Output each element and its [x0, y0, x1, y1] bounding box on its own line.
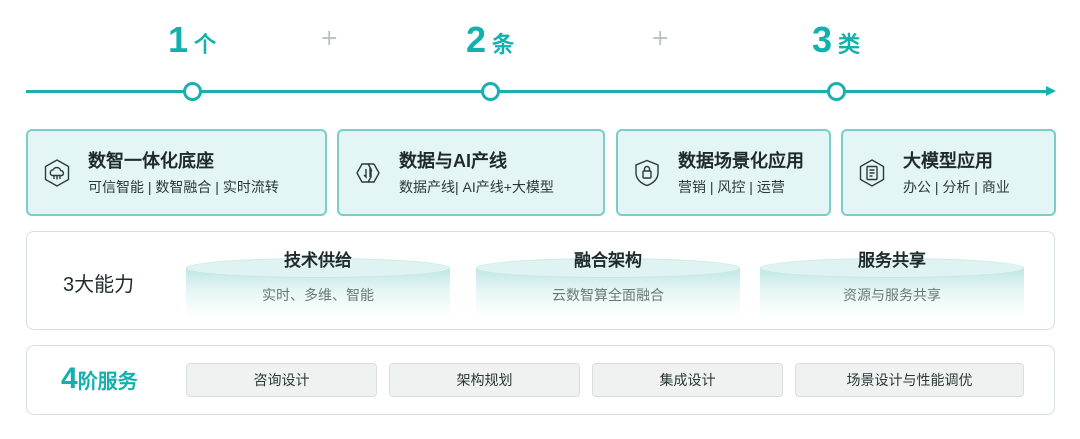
service-scenario-tuning[interactable]: 场景设计与性能调优 — [795, 363, 1024, 397]
capability-subtitle: 云数智算全面融合 — [552, 287, 664, 303]
shield-icon — [632, 158, 662, 188]
card-subtitle: 可信智能 | 数智融合 | 实时流转 — [88, 178, 279, 195]
cylinder-top — [476, 258, 740, 278]
card-data-scenario-apps[interactable]: 数据场景化应用 营销 | 风控 | 运营 — [616, 129, 831, 216]
cylinder-top — [760, 258, 1024, 278]
timeline-step-1: 1 个 — [168, 18, 216, 62]
timeline-node — [827, 82, 846, 101]
card-data-foundation[interactable]: 数智一体化底座 可信智能 | 数智融合 | 实时流转 — [26, 129, 327, 216]
card-title: 数据与AI产线 — [399, 150, 507, 171]
capability-title: 技术供给 — [284, 251, 352, 270]
card-title: 大模型应用 — [903, 150, 993, 171]
timeline-step-number: 3 — [812, 19, 833, 60]
timeline-node — [183, 82, 202, 101]
timeline-arrow-icon — [1046, 86, 1056, 96]
services-unit: 阶服务 — [77, 371, 138, 393]
plus-sign: + — [651, 26, 670, 51]
capability-title: 融合架构 — [574, 251, 642, 270]
timeline-step-3: 3 类 — [812, 18, 860, 62]
card-subtitle: 数据产线| AI产线+大模型 — [399, 178, 554, 195]
capability-service-sharing: 服务共享 资源与服务共享 — [760, 251, 1024, 318]
cloud-chip-icon — [42, 158, 72, 188]
card-data-ai-pipeline[interactable]: 数据与AI产线 数据产线| AI产线+大模型 — [337, 129, 605, 216]
card-large-model-apps[interactable]: 大模型应用 办公 | 分析 | 商业 — [841, 129, 1056, 216]
service-architecture-planning[interactable]: 架构规划 — [389, 363, 580, 397]
timeline-step-number: 1 — [168, 19, 189, 60]
timeline-step-number: 2 — [466, 19, 487, 60]
capability-fusion-architecture: 融合架构 云数智算全面融合 — [476, 251, 740, 318]
services-number: 4 — [61, 362, 78, 395]
timeline-step-unit: 个 — [194, 32, 217, 57]
card-subtitle: 办公 | 分析 | 商业 — [903, 178, 1010, 195]
capability-subtitle: 资源与服务共享 — [843, 287, 941, 303]
timeline-axis — [26, 90, 1048, 93]
service-consulting-design[interactable]: 咨询设计 — [186, 363, 377, 397]
plus-sign: + — [320, 26, 339, 51]
capabilities-title: 3大能力 — [63, 274, 135, 296]
card-title: 数据场景化应用 — [678, 150, 804, 171]
service-integration-design[interactable]: 集成设计 — [592, 363, 783, 397]
services-title: 4 阶服务 — [61, 362, 138, 396]
capabilities-panel: 3大能力 技术供给 实时、多维、智能 融合架构 云数智算全面融合 服务共享 资源… — [26, 231, 1055, 330]
timeline-node — [481, 82, 500, 101]
card-title: 数智一体化底座 — [88, 150, 214, 171]
capability-title: 服务共享 — [858, 251, 926, 270]
document-icon — [857, 158, 887, 188]
timeline-step-2: 2 条 — [466, 18, 514, 62]
hexagon-cycle-icon — [353, 158, 383, 188]
capability-subtitle: 实时、多维、智能 — [262, 287, 374, 303]
timeline-step-unit: 类 — [838, 32, 861, 57]
capability-technology-supply: 技术供给 实时、多维、智能 — [186, 251, 450, 318]
card-subtitle: 营销 | 风控 | 运营 — [678, 178, 785, 195]
services-panel: 4 阶服务 咨询设计 架构规划 集成设计 场景设计与性能调优 — [26, 345, 1055, 415]
cylinder-top — [186, 258, 450, 278]
timeline-step-unit: 条 — [492, 32, 515, 57]
